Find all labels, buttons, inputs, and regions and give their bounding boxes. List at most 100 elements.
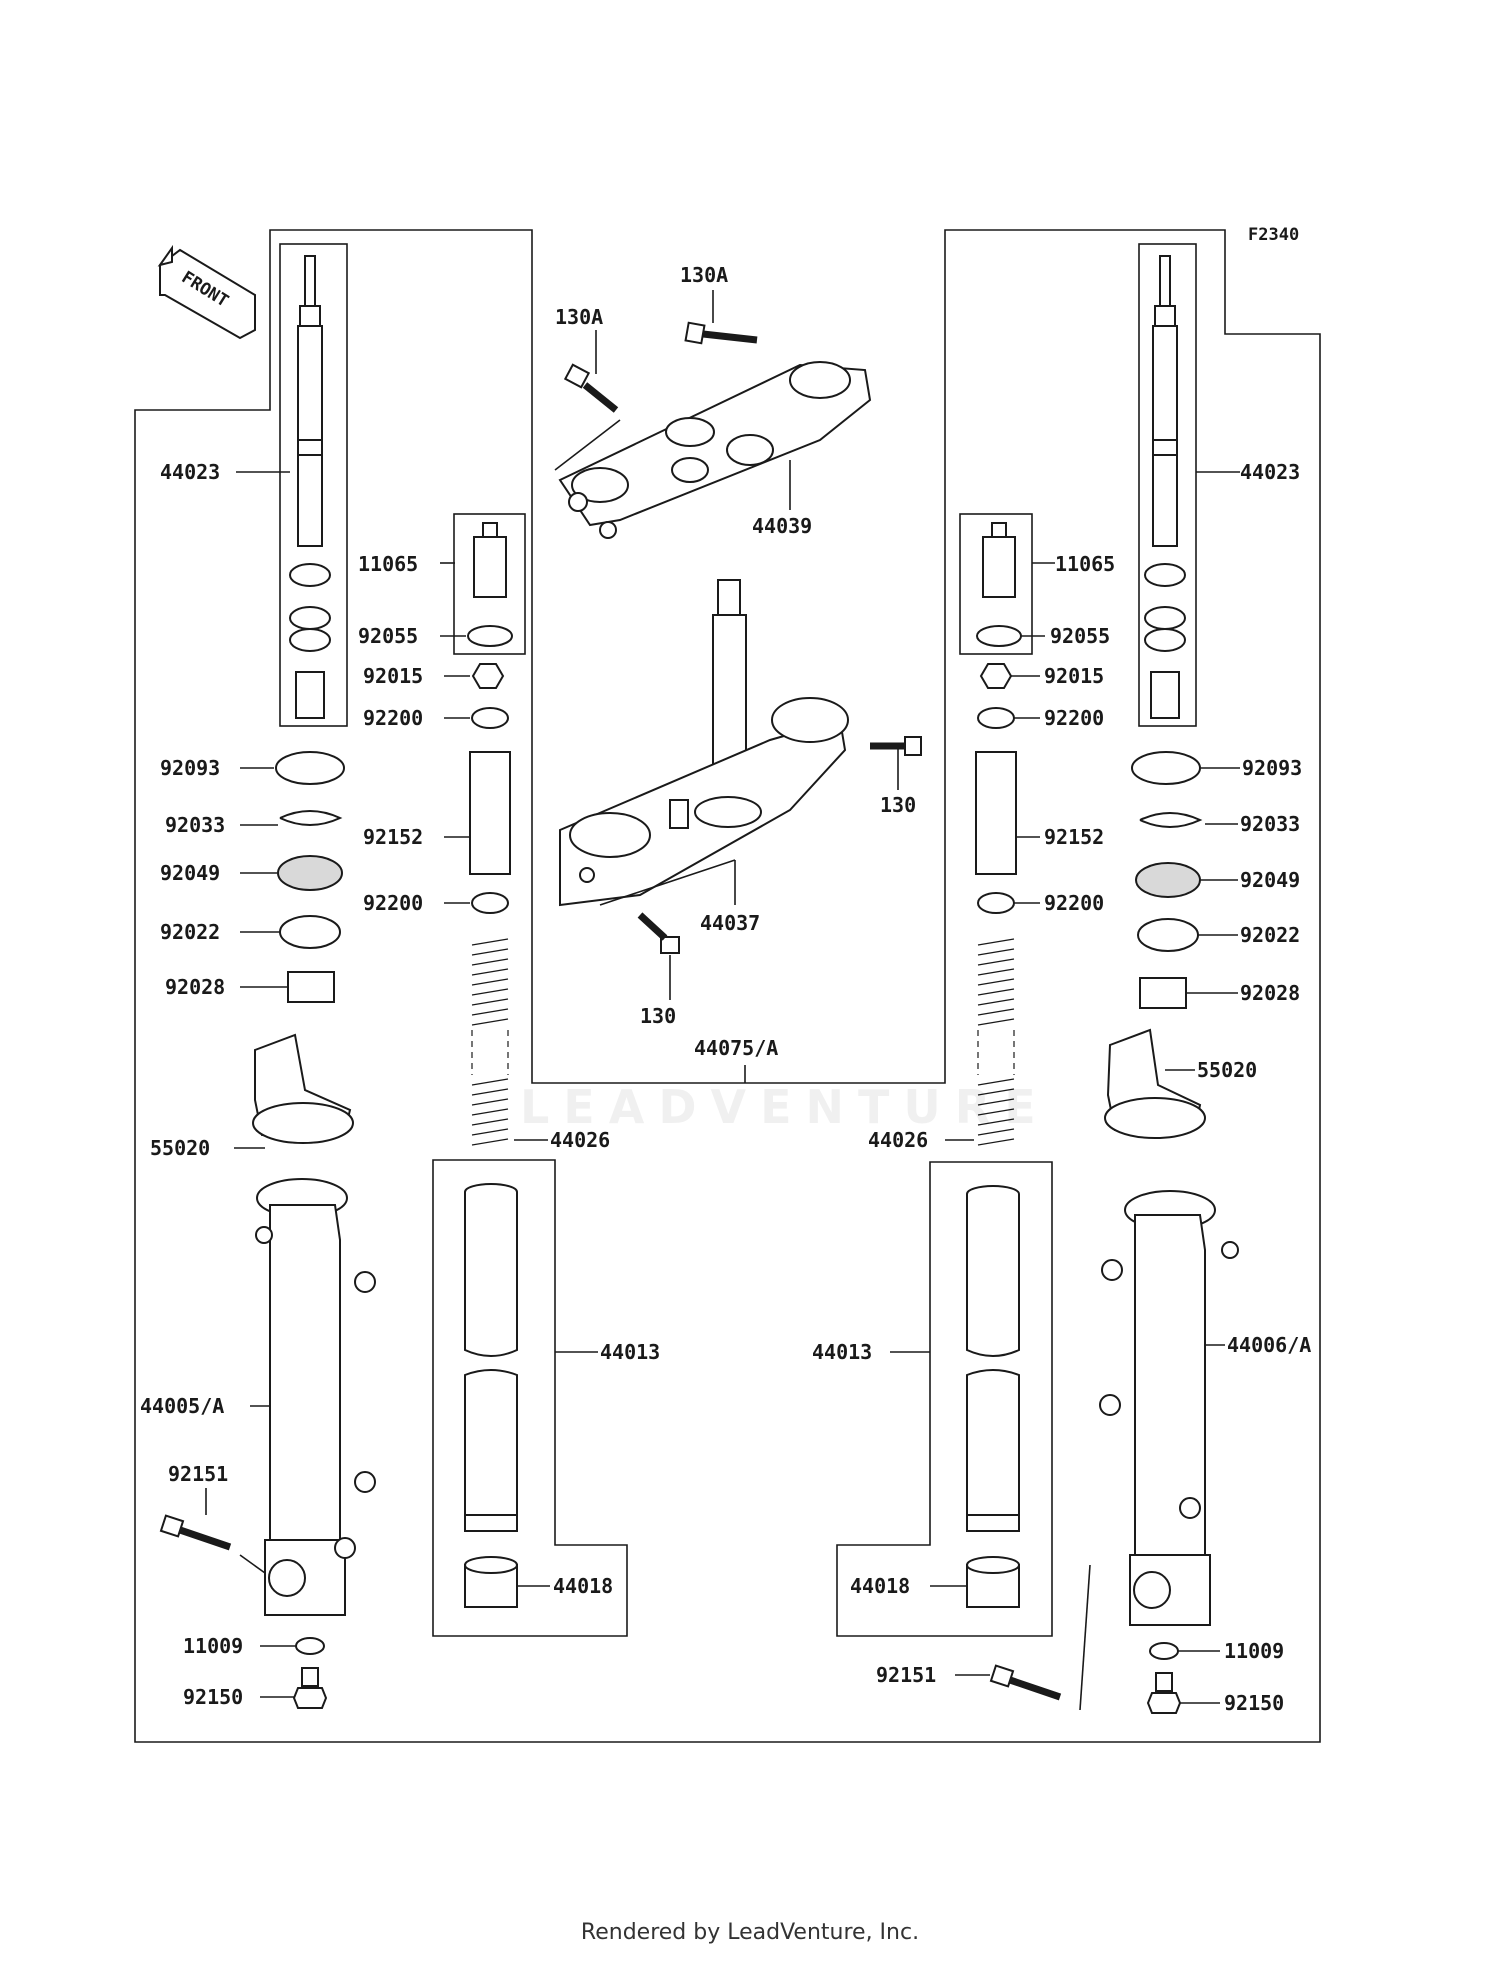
label-92022-right: 92022 xyxy=(1240,923,1300,947)
label-92200-lower-right: 92200 xyxy=(1044,891,1104,915)
label-92033-left: 92033 xyxy=(165,813,225,837)
washer-lower-right xyxy=(977,892,1015,914)
oil-seal-left xyxy=(277,855,343,891)
label-92049-right: 92049 xyxy=(1240,868,1300,892)
label-92055-right: 92055 xyxy=(1050,624,1110,648)
label-92015-right: 92015 xyxy=(1044,664,1104,688)
label-44013-left: 44013 xyxy=(600,1340,660,1364)
box-valve-left xyxy=(453,513,526,655)
front-arrow-icon: FRONT xyxy=(157,244,256,340)
dust-seal-right xyxy=(1131,751,1201,785)
label-92033-right: 92033 xyxy=(1240,812,1300,836)
dust-seal-left xyxy=(275,751,345,785)
label-92152-left: 92152 xyxy=(363,825,423,849)
label-92093-right: 92093 xyxy=(1242,756,1302,780)
label-44005a: 44005/A xyxy=(140,1394,224,1418)
label-92200-lower-left: 92200 xyxy=(363,891,423,915)
valve-left xyxy=(473,522,507,598)
label-92055-left: 92055 xyxy=(358,624,418,648)
guide-bush-left xyxy=(287,971,335,1003)
washer-upper-right xyxy=(977,707,1015,729)
box-fork-cylinder-right xyxy=(1138,243,1197,727)
footer-credit: Rendered by LeadVenture, Inc. xyxy=(580,1920,920,1945)
drain-bolt-right xyxy=(1155,1672,1173,1692)
label-55020-left: 55020 xyxy=(150,1136,210,1160)
label-55020-right: 55020 xyxy=(1197,1058,1257,1082)
washer-92022-left xyxy=(279,915,341,949)
label-11065-left: 11065 xyxy=(358,552,418,576)
label-130-lower: 130 xyxy=(640,1004,676,1028)
label-92049-left: 92049 xyxy=(160,861,220,885)
top-bracket-part xyxy=(558,361,872,539)
spring-right xyxy=(977,938,1015,1146)
washer-lower-left xyxy=(471,892,509,914)
washer-upper-left xyxy=(471,707,509,729)
bolt-130a-left xyxy=(563,363,619,413)
washer-92022-right xyxy=(1137,918,1199,952)
label-44006a: 44006/A xyxy=(1227,1333,1311,1357)
spacer-pipe-left xyxy=(469,751,511,875)
figure-code: F2340 xyxy=(1248,225,1299,245)
allen-bolt-left xyxy=(159,1514,232,1551)
label-92028-right: 92028 xyxy=(1240,981,1300,1005)
label-130a-left: 130A xyxy=(555,305,603,329)
label-44026-left: 44026 xyxy=(550,1128,610,1152)
circlip-left xyxy=(279,810,343,826)
label-130a-right: 130A xyxy=(680,263,728,287)
circlip-right xyxy=(1139,812,1203,828)
label-92200-upper-left: 92200 xyxy=(363,706,423,730)
stem-head-part xyxy=(559,579,849,907)
box-inner-tube-right xyxy=(836,1161,1053,1637)
watermark: LEADVENTURE xyxy=(520,1080,1050,1134)
label-92151-left: 92151 xyxy=(168,1462,228,1486)
spring-left xyxy=(471,938,509,1146)
label-92015-left: 92015 xyxy=(363,664,423,688)
bolt-130-upper xyxy=(870,736,922,756)
label-44018-right: 44018 xyxy=(850,1574,910,1598)
box-valve-right xyxy=(959,513,1033,655)
label-92200-upper-right: 92200 xyxy=(1044,706,1104,730)
label-130-upper: 130 xyxy=(880,793,916,817)
fork-cylinder-right xyxy=(1144,255,1186,719)
bolt-130-lower xyxy=(637,912,680,954)
label-11009-right: 11009 xyxy=(1224,1639,1284,1663)
nut-left xyxy=(471,663,505,689)
label-92152-right: 92152 xyxy=(1044,825,1104,849)
nut-right xyxy=(979,663,1013,689)
label-11009-left: 11009 xyxy=(183,1634,243,1658)
label-92028-left: 92028 xyxy=(165,975,225,999)
gasket-right xyxy=(1149,1642,1179,1660)
allen-bolt-right xyxy=(989,1664,1062,1701)
inner-tube-right xyxy=(966,1185,1020,1532)
bolt-130a-right xyxy=(684,321,758,345)
label-92022-left: 92022 xyxy=(160,920,220,944)
label-92150-right: 92150 xyxy=(1224,1691,1284,1715)
label-44018-left: 44018 xyxy=(553,1574,613,1598)
fork-cylinder-left xyxy=(289,255,331,719)
gasket-left xyxy=(295,1637,325,1655)
spacer-pipe-right xyxy=(975,751,1017,875)
box-inner-tube-left xyxy=(432,1159,628,1637)
o-ring-right xyxy=(976,625,1022,647)
label-92093-left: 92093 xyxy=(160,756,220,780)
label-44037: 44037 xyxy=(700,911,760,935)
outer-tube-right xyxy=(1099,1190,1239,1626)
outer-frame xyxy=(134,229,1321,1743)
label-11065-right: 11065 xyxy=(1055,552,1115,576)
label-92150-left: 92150 xyxy=(183,1685,243,1709)
outer-tube-left xyxy=(255,1178,376,1616)
o-ring-left xyxy=(467,625,513,647)
drain-bolt-left xyxy=(301,1667,319,1687)
label-44013-right: 44013 xyxy=(812,1340,872,1364)
label-44039: 44039 xyxy=(752,514,812,538)
label-92151-right: 92151 xyxy=(876,1663,936,1687)
oil-seal-right xyxy=(1135,862,1201,898)
label-44026-right: 44026 xyxy=(868,1128,928,1152)
valve-right xyxy=(982,522,1016,598)
box-fork-cylinder-left xyxy=(279,243,348,727)
inner-tube-left xyxy=(464,1183,518,1532)
guide-bush-right xyxy=(1139,977,1187,1009)
label-44023-right: 44023 xyxy=(1240,460,1300,484)
